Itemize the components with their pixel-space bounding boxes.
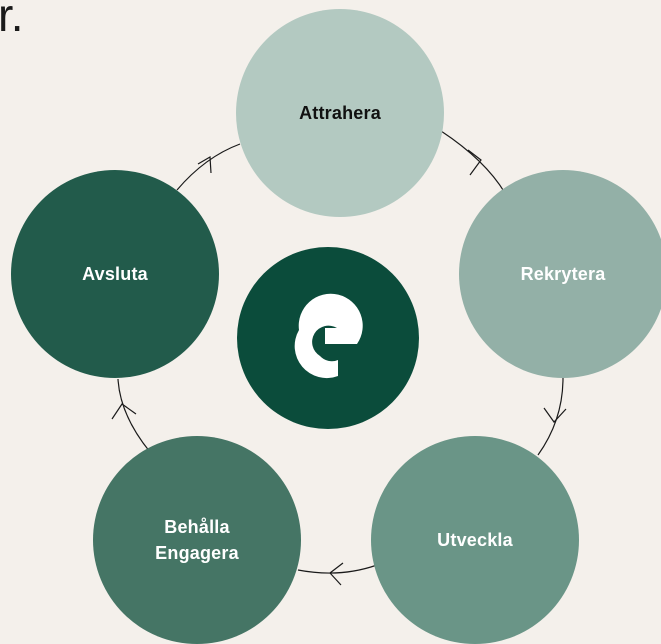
node-label: Utveckla [437, 527, 513, 553]
center-logo [237, 247, 419, 429]
connector-utveckla-behalla [297, 564, 378, 574]
node-label-line: Engagera [155, 543, 239, 563]
arrow-behalla-avsluta [111, 403, 137, 420]
arrow-rekrytera-utveckla [543, 407, 567, 423]
arrow-utveckla-behalla [329, 562, 344, 586]
node-label: Avsluta [82, 261, 148, 287]
node-label-line: Behålla [164, 517, 230, 537]
node-label-line: Avsluta [82, 264, 148, 284]
logo-e-icon [294, 293, 363, 379]
connector-behalla-avsluta [117, 378, 151, 453]
cycle-node-avsluta: Avsluta [11, 170, 219, 378]
node-label: Rekrytera [521, 261, 606, 287]
connector-attrahera-rekrytera [440, 130, 506, 194]
arrow-avsluta-attrahera [197, 155, 212, 174]
arrow-attrahera-rekrytera [467, 149, 482, 176]
node-label-line: Rekrytera [520, 264, 606, 284]
node-label: Behålla Engagera [155, 514, 239, 566]
cycle-node-attrahera: Attrahera [236, 9, 444, 217]
node-label: Attrahera [299, 100, 381, 126]
text-fragment: r. [0, 0, 24, 41]
node-label-line: Attrahera [299, 103, 381, 123]
connector-avsluta-attrahera [176, 143, 241, 191]
cycle-node-utveckla: Utveckla [371, 436, 579, 644]
node-label-line: Utveckla [437, 530, 513, 550]
cycle-node-behalla-engagera: Behålla Engagera [93, 436, 301, 644]
cycle-node-rekrytera: Rekrytera [459, 170, 661, 378]
